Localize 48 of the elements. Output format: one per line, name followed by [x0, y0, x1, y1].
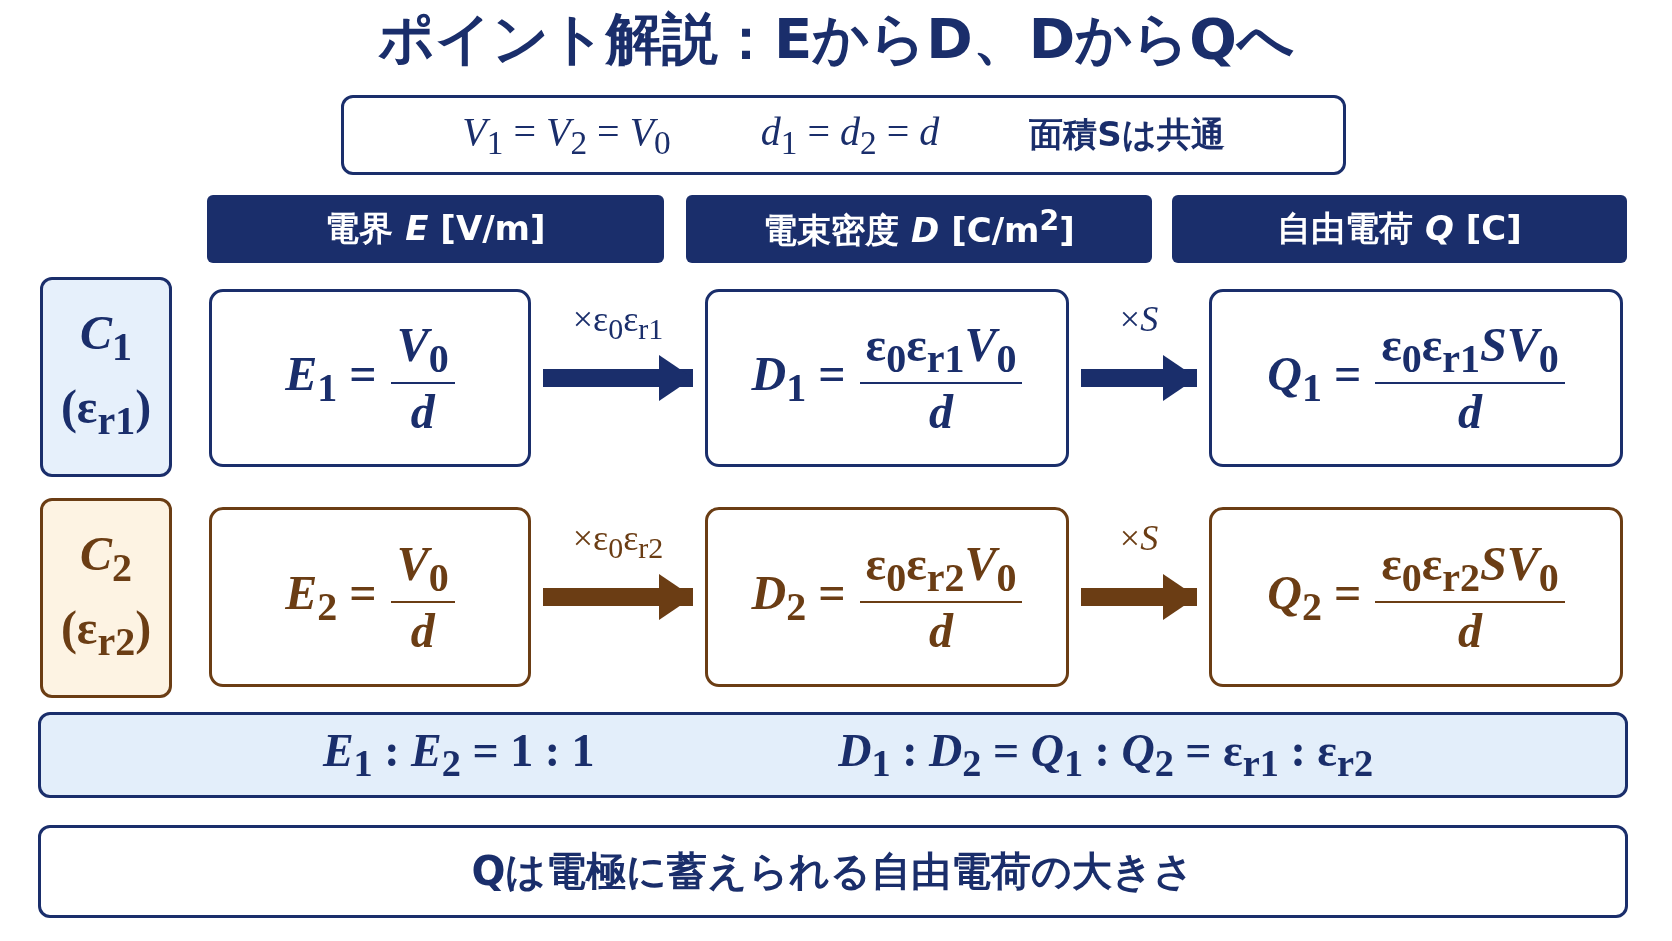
formula-text: ε$_{0}$ε$_{r1}$V$_{0}$: [864, 317, 1018, 382]
formula-text: D$_{2}$ =: [751, 564, 846, 630]
formula-text: ε$_{0}$ε$_{r2}$SV$_{0}$: [1380, 536, 1560, 601]
arrow: [1081, 355, 1197, 401]
header-band: [207, 195, 664, 263]
formula-text: ε$_{0}$ε$_{r1}$SV$_{0}$: [1380, 317, 1560, 382]
formula-text: E$_{1}$ : E$_{2}$ = 1 : 1: [322, 724, 595, 786]
arrow: [1081, 574, 1197, 620]
title: ポイント解説：EからD、DからQへ: [377, 5, 1295, 73]
note-text: Qは電極に蓄えられる自由電荷の大きさ: [471, 847, 1195, 896]
formula-text: V$_{0}$: [395, 536, 450, 601]
header-text: 電界 E [V/m]: [325, 207, 546, 250]
formula-text: D$_{1}$ : D$_{2}$ = Q$_{1}$ : Q$_{2}$ = ε$_{r1}$ : ε$_{r2}$: [838, 724, 1374, 786]
formula-box: [705, 289, 1069, 467]
formula-text: 面積Sは共通: [1029, 113, 1225, 156]
capacitor-box: [40, 277, 172, 477]
formula-text: Q$_{1}$ =: [1267, 345, 1362, 411]
formula-text: V$_{0}$: [395, 317, 450, 382]
formula-text: E$_{1}$ =: [285, 345, 377, 411]
formula-text: V$_{1}$ = V$_{2}$ = V$_{0}$: [462, 108, 671, 162]
formula-text: E$_{2}$ =: [285, 564, 377, 630]
formula-text: d: [410, 602, 435, 658]
capacitor-label: C$_{2}$ (ε$_{r2}$): [59, 526, 153, 666]
formula-text: d: [1458, 602, 1482, 658]
formula-box: [209, 289, 531, 467]
formula-box: [1209, 289, 1623, 467]
formula-text: d: [410, 383, 435, 439]
formula-text: d$_{1}$ = d$_{2}$ = d: [760, 108, 940, 162]
capacitor-box: [40, 498, 172, 698]
formula-box: [1209, 507, 1623, 687]
header-band: [1172, 195, 1627, 263]
formula-box: [705, 507, 1069, 687]
formula-text: ε$_{0}$ε$_{r2}$V$_{0}$: [864, 536, 1018, 601]
ratio-band: [38, 712, 1628, 798]
info-box: [341, 95, 1346, 175]
capacitor-label: C$_{1}$ (ε$_{r1}$): [59, 305, 153, 445]
formula-text: d: [1458, 383, 1482, 439]
header-band: [686, 195, 1152, 263]
formula-text: D$_{1}$ =: [751, 345, 846, 411]
note-box: [38, 825, 1628, 918]
arrow: [543, 574, 693, 620]
formula-text: Q$_{2}$ =: [1267, 564, 1362, 630]
header-text: 自由電荷 Q [C]: [1277, 207, 1522, 250]
formula-text: d: [929, 383, 953, 439]
formula-box: [209, 507, 531, 687]
formula-text: d: [929, 602, 953, 658]
header-text: 電束密度 D [C/m$^{2}$]: [763, 203, 1075, 253]
arrow: [543, 355, 693, 401]
